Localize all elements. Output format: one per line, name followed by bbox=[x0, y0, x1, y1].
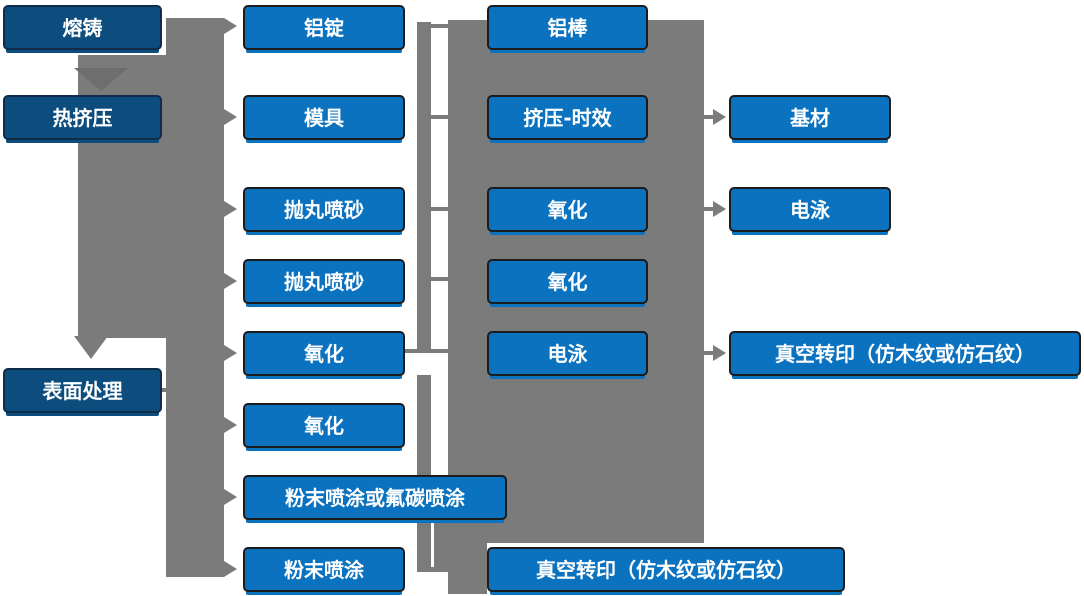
arrow-tail-to-electrophoresis bbox=[700, 207, 714, 211]
node-anodizing-2: 氧化 bbox=[243, 403, 405, 448]
node-aluminum-rod: 铝棒 bbox=[487, 5, 648, 50]
node-powder-or-fluorocarbon-coating: 粉末喷涂或氟碳喷涂 bbox=[243, 475, 507, 520]
node-extrusion-aging: 挤压-时效 bbox=[487, 95, 648, 140]
node-vacuum-transfer-print-right: 真空转印（仿木纹或仿石纹） bbox=[729, 331, 1081, 376]
arrow-right-to-electrophoresis bbox=[713, 201, 726, 217]
arrow-right-to-anodizing-2 bbox=[224, 417, 237, 433]
tick-row2 bbox=[431, 115, 448, 119]
arrow-right-to-mold bbox=[224, 109, 237, 125]
node-hot-extrusion: 热挤压 bbox=[3, 95, 162, 140]
tick-row4 bbox=[431, 277, 448, 281]
arrow-right-to-anodizing-1 bbox=[224, 345, 237, 361]
connector-mid-bar-lower bbox=[417, 375, 431, 571]
connector-surface-treatment-link bbox=[159, 388, 175, 392]
connector-coating-drop-bar bbox=[434, 522, 448, 568]
node-shot-blasting-1: 抛丸喷砂 bbox=[243, 187, 405, 232]
arrow-down-to-surface-treatment bbox=[74, 336, 108, 359]
tick-row1 bbox=[431, 24, 448, 28]
node-mold: 模具 bbox=[243, 95, 405, 140]
node-shot-blasting-2: 抛丸喷砂 bbox=[243, 259, 405, 304]
node-powder-coating: 粉末喷涂 bbox=[243, 547, 405, 592]
node-aluminum-ingot: 铝锭 bbox=[243, 5, 405, 50]
node-melting-casting: 熔铸 bbox=[3, 5, 162, 50]
node-anodizing-3: 氧化 bbox=[487, 187, 648, 232]
arrow-right-to-shot-blasting-2 bbox=[224, 273, 237, 289]
arrow-right-to-aluminum-ingot bbox=[224, 18, 237, 34]
node-base-material: 基材 bbox=[729, 95, 891, 140]
arrow-down-to-hot-extrusion bbox=[74, 68, 128, 91]
arrow-right-to-powder-or-fluorocarbon bbox=[224, 489, 237, 505]
node-anodizing-4: 氧化 bbox=[487, 259, 648, 304]
node-electrophoresis-1: 电泳 bbox=[487, 331, 648, 376]
arrow-tail-to-vacuum-transfer bbox=[700, 351, 714, 355]
node-vacuum-transfer-print-bottom: 真空转印（仿木纹或仿石纹） bbox=[487, 547, 845, 592]
arrow-right-to-shot-blasting-1 bbox=[224, 201, 237, 217]
node-anodizing-1: 氧化 bbox=[243, 331, 405, 376]
tick-row5-anodizing-link bbox=[405, 349, 448, 353]
tick-bottom-row bbox=[417, 567, 450, 572]
connector-left-vertical-bar bbox=[166, 18, 224, 577]
arrow-right-to-base-material bbox=[713, 109, 726, 125]
arrow-right-to-powder-coating bbox=[224, 561, 237, 577]
arrow-right-to-vacuum-transfer bbox=[713, 345, 726, 361]
arrow-tail-to-base-material bbox=[700, 115, 714, 119]
connector-mid-bar-upper bbox=[417, 22, 431, 352]
connector-bottom-column bbox=[448, 543, 487, 594]
node-surface-treatment: 表面处理 bbox=[3, 368, 162, 413]
node-electrophoresis-2: 电泳 bbox=[729, 187, 891, 232]
tick-row3 bbox=[431, 207, 448, 211]
